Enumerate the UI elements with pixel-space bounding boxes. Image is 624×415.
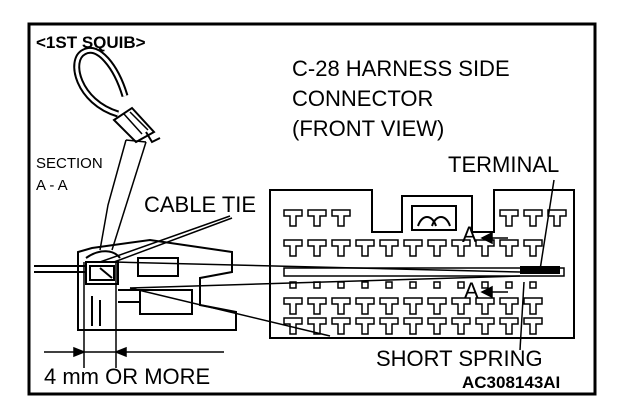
terminal-cavity [523, 209, 543, 227]
connector-label-line-3: (FRONT VIEW) [292, 116, 444, 141]
terminal-cavity [499, 297, 519, 315]
title-label: <1ST SQUIB> [36, 33, 146, 52]
dimension-label: 4 mm OR MORE [44, 364, 210, 389]
terminal-cavity [403, 239, 423, 257]
terminal-cavity [475, 297, 495, 315]
terminal-pin [409, 281, 417, 289]
terminal-cavity [475, 317, 495, 335]
short-spring-row [283, 267, 565, 277]
terminal-pin [457, 281, 465, 289]
terminal-cavity [523, 239, 543, 257]
leader-lines [99, 179, 555, 351]
figure-code: AC308143AI [462, 373, 560, 392]
terminal-cavity [499, 239, 519, 257]
terminal-cavity [523, 297, 543, 315]
terminal-cavity [355, 317, 375, 335]
section-label-line-2: A - A [36, 177, 68, 194]
terminal-pin [289, 281, 297, 289]
terminal-cavity [331, 297, 351, 315]
cable-tie-label: CABLE TIE [144, 192, 256, 217]
terminal-cavity [403, 317, 423, 335]
terminal-cavity [307, 297, 327, 315]
short-spring-label: SHORT SPRING [376, 346, 543, 371]
connector-label-line-1: C-28 HARNESS SIDE [292, 56, 510, 81]
terminal-cavity [283, 317, 303, 335]
terminal-cavity [307, 209, 327, 227]
terminal-cavity [451, 239, 471, 257]
terminal-cavity [427, 317, 447, 335]
terminal-cavity [283, 239, 303, 257]
section-view-illustration [34, 238, 237, 331]
terminal-pin [337, 281, 345, 289]
terminal-cavity [451, 317, 471, 335]
terminal-cavity [355, 297, 375, 315]
terminal-cavity [283, 209, 303, 227]
terminal-cavity [427, 239, 447, 257]
section-mark-arrows [480, 231, 508, 299]
connector-front-view [269, 189, 575, 339]
terminal-cavity [379, 297, 399, 315]
terminal-cavity [379, 317, 399, 335]
figure-frame [27, 22, 597, 396]
terminal-cavity [475, 239, 495, 257]
dimension-marker [44, 262, 224, 368]
connector-label-line-2: CONNECTOR [292, 86, 433, 111]
terminal-label: TERMINAL [448, 152, 559, 177]
section-mark-lower: A [464, 278, 479, 303]
terminal-cavity [379, 239, 399, 257]
cable-tie-loop-illustration [73, 46, 161, 251]
terminal-cavity [451, 297, 471, 315]
terminal-cavity [547, 209, 567, 227]
terminal-cavity [307, 239, 327, 257]
terminal-cavity [331, 239, 351, 257]
terminal-cavity [331, 209, 351, 227]
terminal-grid [283, 209, 567, 335]
terminal-pin [505, 281, 513, 289]
section-mark-upper: A [462, 222, 477, 247]
terminal-cavity [355, 239, 375, 257]
terminal-pin [529, 281, 537, 289]
terminal-cavity [499, 317, 519, 335]
terminal-cavity [283, 297, 303, 315]
terminal-pin [385, 281, 393, 289]
section-label-line-1: SECTION [36, 155, 103, 172]
terminal-pin [361, 281, 369, 289]
terminal-pin [481, 281, 489, 289]
terminal-pin [433, 281, 441, 289]
terminal-cavity [427, 297, 447, 315]
terminal-cavity [403, 297, 423, 315]
terminal-cavity [331, 317, 351, 335]
terminal-cavity [523, 317, 543, 335]
terminal-cavity [499, 209, 519, 227]
